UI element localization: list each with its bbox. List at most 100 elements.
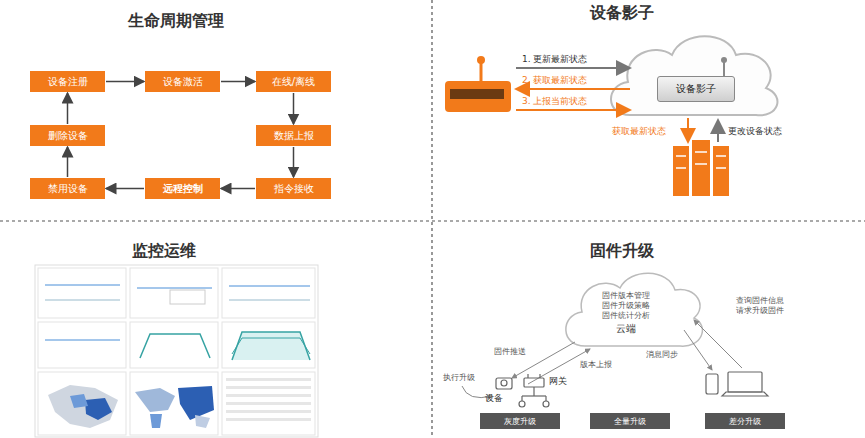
drawing-stroke [717, 120, 719, 142]
annotation-label: 设备 [485, 393, 503, 404]
drawing-stroke [445, 81, 511, 112]
drawing-stroke [229, 286, 310, 287]
node-text: 设备注册 [48, 75, 88, 89]
drawing-stroke [38, 322, 126, 368]
drawing-stroke [222, 322, 315, 368]
drawing-stroke [130, 268, 218, 318]
annotation-label: 固件推送 [494, 347, 526, 357]
drawing-stroke [226, 386, 311, 389]
drawing-stroke [38, 372, 126, 435]
drawing-stroke [222, 268, 315, 318]
drawing-stroke [195, 415, 210, 428]
annotation-label: 网关 [549, 376, 567, 387]
drawing-stroke [137, 288, 212, 289]
dashboard-screenshot [35, 265, 318, 437]
drawing-stroke [673, 146, 689, 196]
drawing-stroke [150, 414, 162, 428]
node-text: 删除设备 [48, 129, 88, 143]
drawing-stroke [226, 418, 311, 421]
shadow-cloud [611, 36, 777, 115]
drawing-stroke [35, 265, 318, 437]
node-text: 禁用设备 [48, 182, 88, 196]
drawing-stroke [516, 88, 630, 90]
process-box: 禁用设备 [30, 178, 105, 199]
drawing-stroke [721, 57, 727, 63]
annotation-label: 3. 上报当前状态 [522, 96, 587, 107]
drawing-stroke [728, 372, 762, 392]
drawing-stroke [232, 332, 310, 360]
drawing-stroke [533, 387, 534, 396]
drawing-stroke [130, 322, 218, 368]
annotation-label: 版本上报 [580, 360, 612, 370]
drawing-stroke [713, 146, 729, 196]
process-box: 数据上报 [256, 125, 331, 146]
drawing-stroke [45, 300, 120, 301]
annotation-label: 更改设备状态 [728, 126, 782, 137]
drawing-stroke [519, 401, 525, 407]
drawing-stroke [130, 372, 218, 435]
flow-arrow [106, 188, 144, 190]
node-text: 数据上报 [274, 129, 314, 143]
node-text: 固件版本管理 固件升级策略 固件统计分析 [601, 291, 651, 321]
drawing-stroke [232, 338, 310, 354]
drawing-stroke [226, 378, 311, 381]
mode-button: 全量升级 [590, 413, 670, 429]
drawing-stroke [431, 0, 432, 438]
drawing-stroke [676, 167, 686, 169]
process-box: 指令接收 [256, 178, 331, 199]
annotation-label: 查询固件信息 请求升级固件 [736, 296, 788, 315]
node-text: 在线/离线 [272, 75, 315, 89]
drawing-stroke [450, 89, 504, 99]
drawing-stroke [706, 374, 718, 394]
cloud-node: 固件版本管理 固件升级策略 固件统计分析云端 [592, 286, 660, 340]
firmware-cloud [566, 273, 703, 346]
drawing-stroke [716, 155, 726, 157]
drawing-stroke [135, 388, 175, 412]
server-icon [673, 140, 729, 196]
drawing-stroke [178, 386, 214, 420]
flow-arrow [221, 81, 255, 83]
drawing-stroke [539, 374, 540, 378]
process-box: 远程控制 [145, 178, 220, 199]
annotation-label: 获取最新状态 [612, 126, 666, 137]
drawing-stroke [543, 401, 549, 407]
drawing-stroke [38, 268, 126, 318]
section-title: 设备影子 [590, 3, 654, 22]
node-text: 差分升级 [729, 416, 761, 427]
drawing-stroke [496, 378, 512, 389]
drawing-stroke [516, 109, 630, 111]
drawing-stroke [695, 163, 707, 165]
drawing-stroke [85, 398, 112, 420]
drawing-stroke [611, 36, 777, 115]
drawing-stroke [521, 396, 522, 401]
drawing-stroke [477, 56, 485, 64]
drawing-stroke [70, 394, 88, 408]
device-gateway-icons [496, 374, 549, 407]
drawing-stroke [524, 378, 544, 387]
drawing-stroke [722, 392, 768, 396]
drawing-stroke [222, 372, 315, 435]
node-text: 远程控制 [163, 182, 203, 196]
node-text: 全量升级 [614, 416, 646, 427]
process-box: 设备激活 [145, 71, 220, 92]
node-text: 设备影子 [676, 82, 716, 96]
annotation-label: 消息同步 [646, 350, 678, 360]
drawing-stroke [676, 155, 686, 157]
drawing-stroke [501, 380, 507, 386]
drawing-stroke [692, 140, 710, 196]
drawing-stroke [229, 300, 310, 301]
flow-arrow [106, 81, 144, 83]
client-icons [706, 372, 768, 396]
mode-button: 差分升级 [705, 413, 785, 429]
drawing-stroke [45, 285, 120, 286]
drawing-stroke [684, 330, 712, 370]
mode-button: 灰度升级 [480, 413, 560, 429]
device-icon [445, 56, 511, 112]
drawing-stroke [226, 402, 311, 405]
drawing-stroke [480, 62, 483, 82]
drawing-stroke [527, 374, 528, 378]
annotation-label: 执行升级 [443, 373, 475, 383]
